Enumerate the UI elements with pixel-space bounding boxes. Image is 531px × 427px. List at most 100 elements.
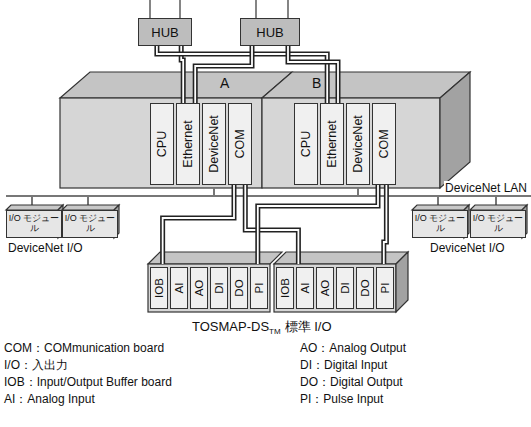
rack-top — [148, 252, 282, 264]
node-text: DO — [359, 279, 371, 296]
io-module: AO — [190, 267, 208, 309]
hub-box: HUB — [240, 18, 300, 46]
controller-rack: IOB AI AO DI DO PI — [148, 264, 270, 312]
node-text: COM — [233, 129, 247, 158]
label-text: 標準 I/O — [285, 319, 332, 334]
uplink-wire — [149, 0, 150, 18]
devicenet-bus — [6, 195, 531, 197]
node-text: AI — [173, 283, 185, 294]
uplink-wire — [255, 0, 256, 18]
node-text: IOB — [153, 278, 165, 298]
node-text: DI — [213, 282, 225, 294]
node-text: PI — [253, 283, 265, 294]
label-text: PI：Pulse Input — [300, 391, 383, 408]
io-module: DI — [336, 267, 354, 309]
rack-module: CPU — [294, 103, 318, 185]
label-text: DeviceNet LAN — [444, 181, 528, 195]
node-text: CPU — [299, 131, 313, 157]
hub-box: HUB — [138, 18, 192, 46]
label-text: DeviceNet I/O — [8, 241, 83, 255]
label-text: IOB：Input/Output Buffer board — [4, 374, 172, 391]
rack-module: Ethernet — [320, 103, 344, 185]
io-module: PI — [376, 267, 394, 309]
io-module: AI — [296, 267, 314, 309]
node-text: HUB — [151, 25, 178, 40]
connector-inner — [157, 46, 327, 103]
connector-outer — [384, 185, 387, 264]
rack-front — [274, 264, 396, 312]
rack-letter: A — [220, 75, 229, 91]
double-line-connector — [288, 46, 338, 103]
rack-top — [274, 252, 408, 264]
rack-top — [60, 72, 292, 98]
connector-inner — [384, 185, 387, 264]
node-text: I/O モジュール — [63, 214, 117, 234]
node-text: HUB — [256, 25, 283, 40]
connector-inner — [288, 46, 338, 103]
controller-rack: ACPUEthernetDeviceNetCOM — [60, 98, 262, 188]
devicenet-io-module: I/O モジュール — [62, 210, 118, 238]
uplink-wire — [179, 0, 180, 18]
double-line-connector — [245, 185, 298, 264]
label-text: DI：Digital Input — [300, 357, 387, 374]
connector-inner — [163, 185, 234, 264]
io-module: IOB — [150, 267, 168, 309]
node-text: AO — [193, 280, 205, 297]
node-text: I/O モジュール — [413, 214, 467, 234]
connector-inner — [245, 185, 298, 264]
connector-outer — [245, 185, 298, 264]
label-text: TOSMAP-DS — [192, 319, 269, 334]
label-text: DO：Digital Output — [300, 374, 403, 391]
node-text: I/O モジュール — [471, 214, 525, 234]
double-line-connector — [195, 46, 252, 103]
double-line-connector — [384, 185, 387, 264]
bus-drop — [213, 188, 215, 196]
connector-inner — [258, 185, 378, 264]
rack-front — [60, 98, 262, 188]
node-text: DeviceNet — [207, 115, 221, 173]
rack-caption: TOSMAP-DSTM 標準 I/O — [192, 318, 332, 336]
label-text: DeviceNet I/O — [430, 241, 505, 255]
rack-letter: B — [312, 75, 321, 91]
node-text: Ethernet — [325, 120, 339, 167]
rack-module: COM — [372, 103, 396, 185]
rack-front — [148, 264, 270, 312]
rack-top — [262, 72, 470, 98]
rack-module: CPU — [150, 103, 174, 185]
connector-inner — [195, 46, 252, 103]
controller-rack: BCPUEthernetDeviceNetCOM — [262, 98, 440, 188]
io-module: DO — [356, 267, 374, 309]
node-text: PI — [379, 283, 391, 294]
label-text: AO：Analog Output — [300, 340, 406, 357]
io-module: AO — [316, 267, 334, 309]
devicenet-io-module: I/O モジュール — [470, 210, 526, 238]
io-module: DI — [210, 267, 228, 309]
label-text: I/O：入出力 — [4, 357, 68, 374]
connector-outer — [258, 185, 378, 264]
connector-outer — [157, 46, 327, 103]
rack-module: DeviceNet — [202, 103, 226, 185]
node-text: DI — [339, 282, 351, 294]
label-text: AI：Analog Input — [4, 391, 95, 408]
io-module: IOB — [276, 267, 294, 309]
node-text: COM — [377, 129, 391, 158]
io-module: AI — [170, 267, 188, 309]
connector-outer — [163, 185, 234, 264]
io-module: PI — [250, 267, 268, 309]
connector-outer — [288, 46, 338, 103]
double-line-connector — [258, 185, 378, 264]
node-text: Ethernet — [181, 120, 195, 167]
uplink-wire — [287, 0, 288, 18]
node-text: IOB — [279, 278, 291, 298]
rack-side — [440, 72, 470, 188]
devicenet-io-module: I/O モジュール — [6, 210, 62, 238]
connector-outer — [195, 46, 252, 103]
double-line-connector — [157, 46, 327, 103]
node-text: DO — [233, 279, 245, 296]
label-text: TM — [269, 327, 281, 336]
rack-side — [396, 252, 408, 312]
rack-module: COM — [228, 103, 252, 185]
rack-module: DeviceNet — [346, 103, 370, 185]
node-text: AI — [299, 283, 311, 294]
rack-front — [262, 98, 440, 188]
